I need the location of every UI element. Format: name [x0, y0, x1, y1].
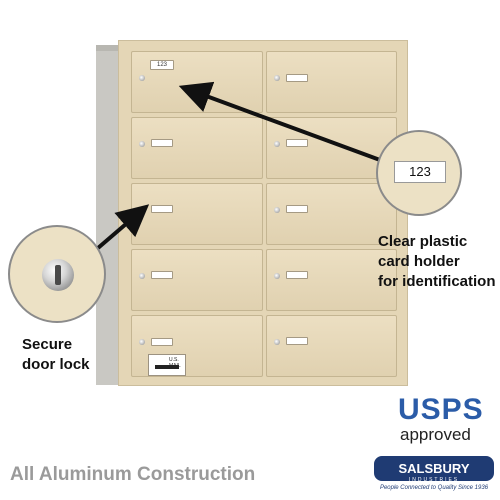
mailbox-frame: 123 [118, 40, 408, 386]
mailbox-door[interactable] [265, 315, 397, 377]
mailbox-door[interactable] [131, 183, 263, 245]
salsbury-industries-text: INDUSTRIES [408, 477, 460, 483]
salsbury-badge: SALSBURY [374, 456, 494, 481]
card-holder [151, 205, 173, 213]
mailbox-door[interactable] [131, 249, 263, 311]
mailbox-door[interactable] [265, 183, 397, 245]
salsbury-tagline: People Connected to Quality Since 1936 [379, 485, 489, 491]
card-holder [285, 74, 308, 82]
card-holder-caption: Clear plastic card holder for identifica… [378, 232, 496, 292]
door-lock-icon [139, 273, 145, 279]
caption-line: door lock [22, 356, 90, 373]
card-holder-zoom-callout: 123 [376, 130, 462, 216]
lock-zoom-callout [8, 225, 106, 323]
callout-card-number: 123 [394, 161, 446, 183]
lock-arrow [96, 204, 150, 250]
mailbox-door[interactable] [131, 117, 263, 179]
mailbox-door[interactable] [265, 249, 397, 311]
label-plate-stripe [155, 365, 179, 369]
mailbox-door[interactable]: U.S. MAIL [131, 315, 263, 377]
mailbox-side-panel [96, 45, 118, 385]
card-holder: 123 [150, 60, 174, 70]
usps-approved-text: approved [400, 425, 471, 444]
card-holder [285, 139, 308, 147]
usps-wordmark: USPS [398, 393, 484, 426]
mailbox-door[interactable] [265, 117, 397, 179]
card-holder [151, 139, 173, 147]
door-lock-icon [139, 141, 145, 147]
door-lock-icon [273, 141, 280, 147]
caption-line: Clear plastic [378, 233, 468, 250]
card-holder-arrow [178, 81, 381, 162]
caption-line: card holder [378, 253, 460, 270]
caption-line: Secure [22, 336, 73, 353]
door-lock-icon [139, 75, 145, 81]
door-lock-icon [273, 75, 280, 81]
mailbox-door-grid: 123 [131, 51, 397, 377]
mailbox-door[interactable] [265, 51, 397, 113]
card-holder [151, 271, 173, 279]
card-holder [285, 337, 308, 345]
salsbury-logo: SALSBURY INDUSTRIES People Connected to … [374, 456, 494, 491]
caption-line: for identification [378, 273, 496, 290]
door-lock-icon [139, 339, 145, 345]
us-mail-label-plate: U.S. MAIL [148, 354, 186, 376]
card-holder [151, 338, 173, 346]
card-holder [285, 271, 308, 279]
usps-approved-logo: USPS approved [398, 394, 484, 444]
card-holder [285, 205, 308, 213]
lock-cylinder-icon [42, 259, 74, 291]
door-lock-icon [273, 339, 280, 345]
door-lock-icon [273, 207, 280, 213]
lock-caption: Secure door lock [22, 335, 90, 375]
construction-caption: All Aluminum Construction [10, 464, 256, 485]
door-lock-icon [273, 273, 280, 279]
